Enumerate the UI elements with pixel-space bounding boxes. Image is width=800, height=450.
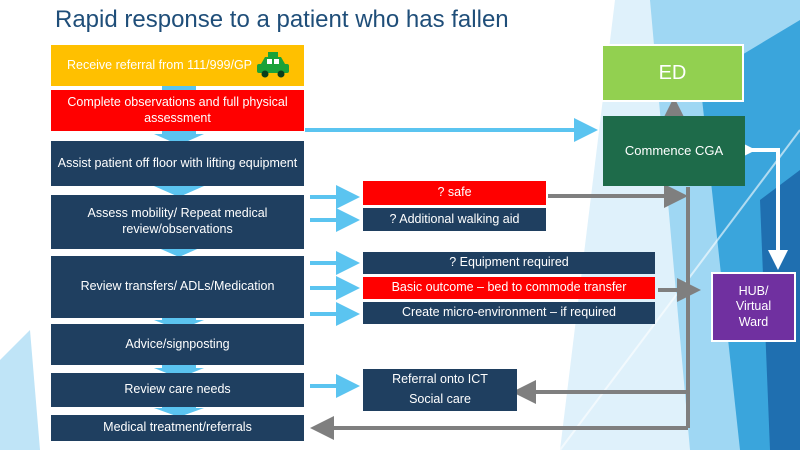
step-advice-signposting: Advice/signposting [51, 324, 304, 365]
destination-ed: ED [601, 44, 744, 102]
step-receive-referral-label: Receive referral from 111/999/GP [66, 57, 253, 72]
destination-hub-label: HUB/ Virtual Ward [735, 283, 772, 329]
step-chevrons [154, 83, 204, 417]
outcome-referral-ict: Referral onto ICT Social care [363, 369, 517, 411]
outcome-micro-environment-label: Create micro-environment – if required [402, 305, 616, 320]
outcome-basic-transfer: Basic outcome – bed to commode transfer [363, 277, 655, 299]
step-review-care-needs-label: Review care needs [124, 382, 231, 397]
page-title: Rapid response to a patient who has fall… [55, 6, 509, 33]
taxi-icon [257, 52, 289, 78]
destination-ed-label: ED [658, 61, 687, 84]
outcome-walking-aid: ? Additional walking aid [363, 208, 546, 231]
outcome-micro-environment: Create micro-environment – if required [363, 302, 655, 324]
step-advice-signposting-label: Advice/signposting [125, 336, 230, 351]
step-review-care-needs: Review care needs [51, 373, 304, 407]
step-assist-off-floor: Assist patient off floor with lifting eq… [51, 141, 304, 186]
step-assist-off-floor-label: Assist patient off floor with lifting eq… [57, 155, 298, 170]
outcome-safe-label: ? safe [437, 185, 472, 200]
destination-hub-virtual-ward: HUB/ Virtual Ward [711, 272, 796, 342]
outcome-basic-transfer-label: Basic outcome – bed to commode transfer [391, 280, 627, 295]
step-assess-mobility-label: Assess mobility/ Repeat medical review/o… [87, 206, 268, 236]
destination-cga: Commence CGA [603, 116, 745, 186]
step-medical-treatment-label: Medical treatment/referrals [103, 420, 252, 435]
step-medical-treatment: Medical treatment/referrals [51, 415, 304, 441]
destination-cga-label: Commence CGA [624, 142, 724, 158]
outcome-social-care-label: Social care [409, 392, 471, 406]
outcome-equipment: ? Equipment required [363, 252, 655, 274]
outcome-safe: ? safe [363, 181, 546, 205]
step-observations-label: Complete observations and full physical … [67, 94, 288, 125]
outcome-referral-ict-label: Referral onto ICT [392, 372, 488, 387]
outcome-walking-aid-label: ? Additional walking aid [389, 211, 520, 226]
step-assess-mobility: Assess mobility/ Repeat medical review/o… [51, 195, 304, 249]
outcome-equipment-label: ? Equipment required [449, 255, 569, 270]
step-review-transfers-label: Review transfers/ ADLs/Medication [80, 279, 275, 294]
step-observations: Complete observations and full physical … [51, 90, 304, 131]
step-review-transfers: Review transfers/ ADLs/Medication [51, 256, 304, 318]
